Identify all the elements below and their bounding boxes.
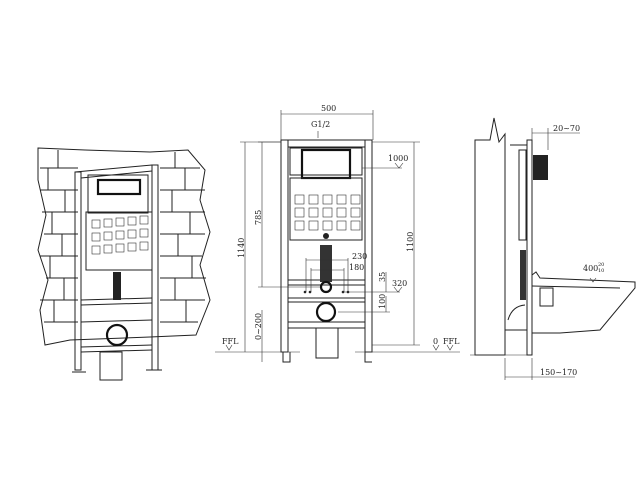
- side-view: 20~70 400 20 10 150~170: [470, 117, 636, 380]
- dim-seat-height: 400: [583, 264, 598, 273]
- dim-180: 180: [349, 263, 364, 272]
- dim-frame-height: 1100: [406, 232, 415, 252]
- dim-button-height: 1000: [388, 154, 408, 163]
- dim-wall-gap: 20~70: [553, 124, 580, 133]
- front-dimensions: [215, 110, 460, 362]
- label-ffl-right: FFL: [443, 337, 460, 346]
- dim-width: 500: [321, 104, 336, 113]
- label-zero: 0: [433, 337, 438, 346]
- dim-seat-tol-minus: 10: [598, 268, 604, 274]
- toilet-bowl: [531, 271, 636, 334]
- dim-785: 785: [254, 210, 263, 225]
- dim-inlet: G1/2: [311, 120, 330, 129]
- side-labels: 20~70 400 20 10 150~170: [540, 124, 604, 377]
- frame-front: [280, 139, 373, 363]
- dim-foot-adjust: 0~200: [254, 313, 263, 340]
- front-labels: 500 G1/2 1000 785 1140 1100 230 180 35 3…: [222, 104, 460, 346]
- dim-drain-height: 320: [392, 279, 407, 288]
- wall-section: [470, 117, 530, 356]
- dim-100: 100: [378, 294, 387, 309]
- perspective-view: [37, 147, 211, 381]
- mounting-frame-perspective: [72, 164, 162, 381]
- brick-wall: [37, 147, 211, 346]
- dim-total-height: 1140: [237, 238, 246, 258]
- cistern: [289, 147, 363, 323]
- frame-side: [505, 139, 548, 356]
- dim-230: 230: [352, 252, 367, 261]
- dim-seat-tol-plus: 20: [598, 262, 604, 268]
- label-ffl-left: FFL: [222, 337, 239, 346]
- dim-depth: 150~170: [540, 368, 577, 377]
- front-view: 500 G1/2 1000 785 1140 1100 230 180 35 3…: [215, 104, 460, 363]
- side-dimensions: [504, 128, 597, 380]
- dim-35: 35: [378, 272, 387, 282]
